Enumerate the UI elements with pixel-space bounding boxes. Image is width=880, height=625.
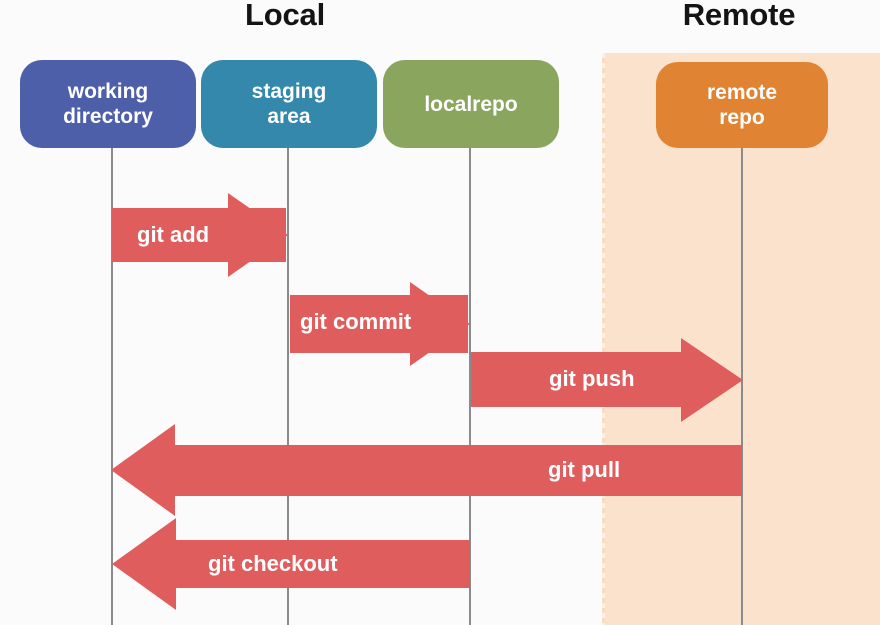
arrow-git-commit-head [410,282,470,366]
node-localrepo-label-line1: localrepo [424,92,518,116]
node-working-directory-label-line2: directory [63,105,153,128]
node-staging-area-label-line1: staging [251,80,327,103]
arrow-git-checkout-label: git checkout [208,551,338,576]
lifeline-working-directory [111,148,113,625]
arrow-git-push-label: git push [549,366,635,391]
arrow-git-push-shaft [471,352,681,407]
arrow-git-pull-shaft [175,445,742,496]
node-staging-area-label-line2: area [267,105,311,128]
arrow-git-add-label: git add [137,222,210,247]
node-working-directory[interactable]: working directory [20,60,196,148]
arrow-git-commit-label: git commit [300,309,412,334]
arrow-git-push-head [681,338,743,422]
node-remote-repo-label-line2: repo [719,106,765,129]
arrow-git-pull-head [111,424,175,516]
arrow-git-pull-label: git pull [548,457,621,482]
arrow-git-checkout-head [112,518,176,610]
lifeline-staging-area [287,148,289,625]
arrow-git-checkout-shaft [175,540,470,588]
node-remote-repo[interactable]: remote repo [656,62,828,148]
node-staging-area[interactable]: staging area [201,60,377,148]
section-title-remote: Remote [682,0,796,32]
arrow-git-add-head [228,193,288,277]
node-remote-repo-label-line1: remote [706,81,778,104]
node-localrepo[interactable]: localrepo [383,60,559,148]
node-working-directory-label-line1: working [67,80,149,103]
remote-section-dashed-edge [602,53,605,625]
section-title-local: Local [245,0,325,32]
lifeline-localrepo [469,148,471,625]
